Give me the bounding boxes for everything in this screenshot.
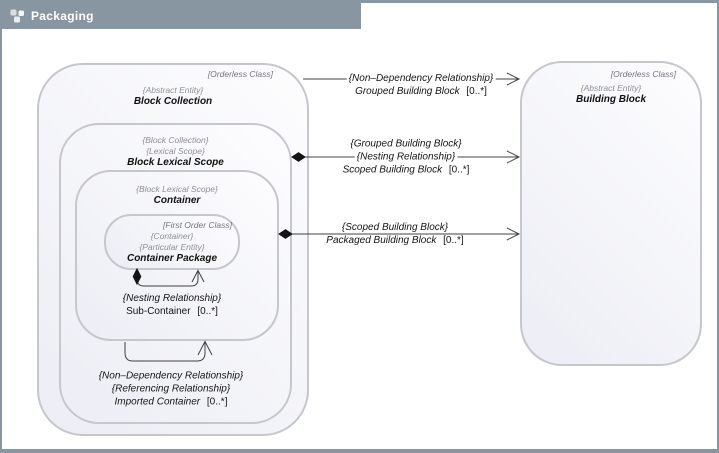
open-arrowhead — [506, 150, 521, 164]
corner-label: [Orderless Class] — [207, 69, 273, 79]
corner-label: [Orderless Class] — [610, 69, 676, 79]
stereotype-label: {Block Collection} — [142, 135, 209, 145]
node-container-package[interactable]: [First Order Class] {Container} {Particu… — [104, 214, 240, 270]
stereotype-label: {Block Lexical Scope} — [136, 184, 218, 194]
open-arrowhead — [506, 227, 521, 241]
node-name: Container Package — [126, 253, 218, 264]
corner-label: [First Order Class] — [163, 220, 232, 230]
node-building-block[interactable]: [Orderless Class] {Abstract Entity} Buil… — [520, 61, 702, 366]
stereotype-label: {Lexical Scope} — [146, 146, 205, 156]
edge-label-packaged-building-block: {Scoped Building Block} Packaged Buildin… — [322, 221, 468, 247]
diagram-title: Packaging — [31, 9, 94, 23]
node-name: Block Lexical Scope — [127, 157, 224, 168]
edge-label-sub-container: {Nesting Relationship} Sub-Container [0.… — [122, 293, 222, 317]
open-arrowhead — [506, 72, 521, 86]
stereotype-label: {Container} — [150, 231, 194, 241]
node-name: Container — [153, 195, 201, 206]
package-diagram-icon — [10, 9, 24, 23]
diagram-title-bar: Packaging — [2, 3, 361, 29]
node-name: Block Collection — [133, 96, 213, 107]
edge-label-imported-container: {Non–Dependency Relationship} {Referenci… — [98, 370, 244, 408]
stereotype-label: {Abstract Entity} — [142, 85, 204, 95]
node-name: Building Block — [576, 94, 646, 105]
edge-label-scoped-building-block: {Grouped Building Block} {Nesting Relati… — [338, 138, 474, 177]
stereotype-label: {Particular Entity} — [139, 242, 205, 252]
stereotype-label: {Abstract Entity} — [580, 83, 642, 93]
edge-label-grouped-building-block: {Non–Dependency Relationship} Grouped Bu… — [346, 73, 496, 97]
